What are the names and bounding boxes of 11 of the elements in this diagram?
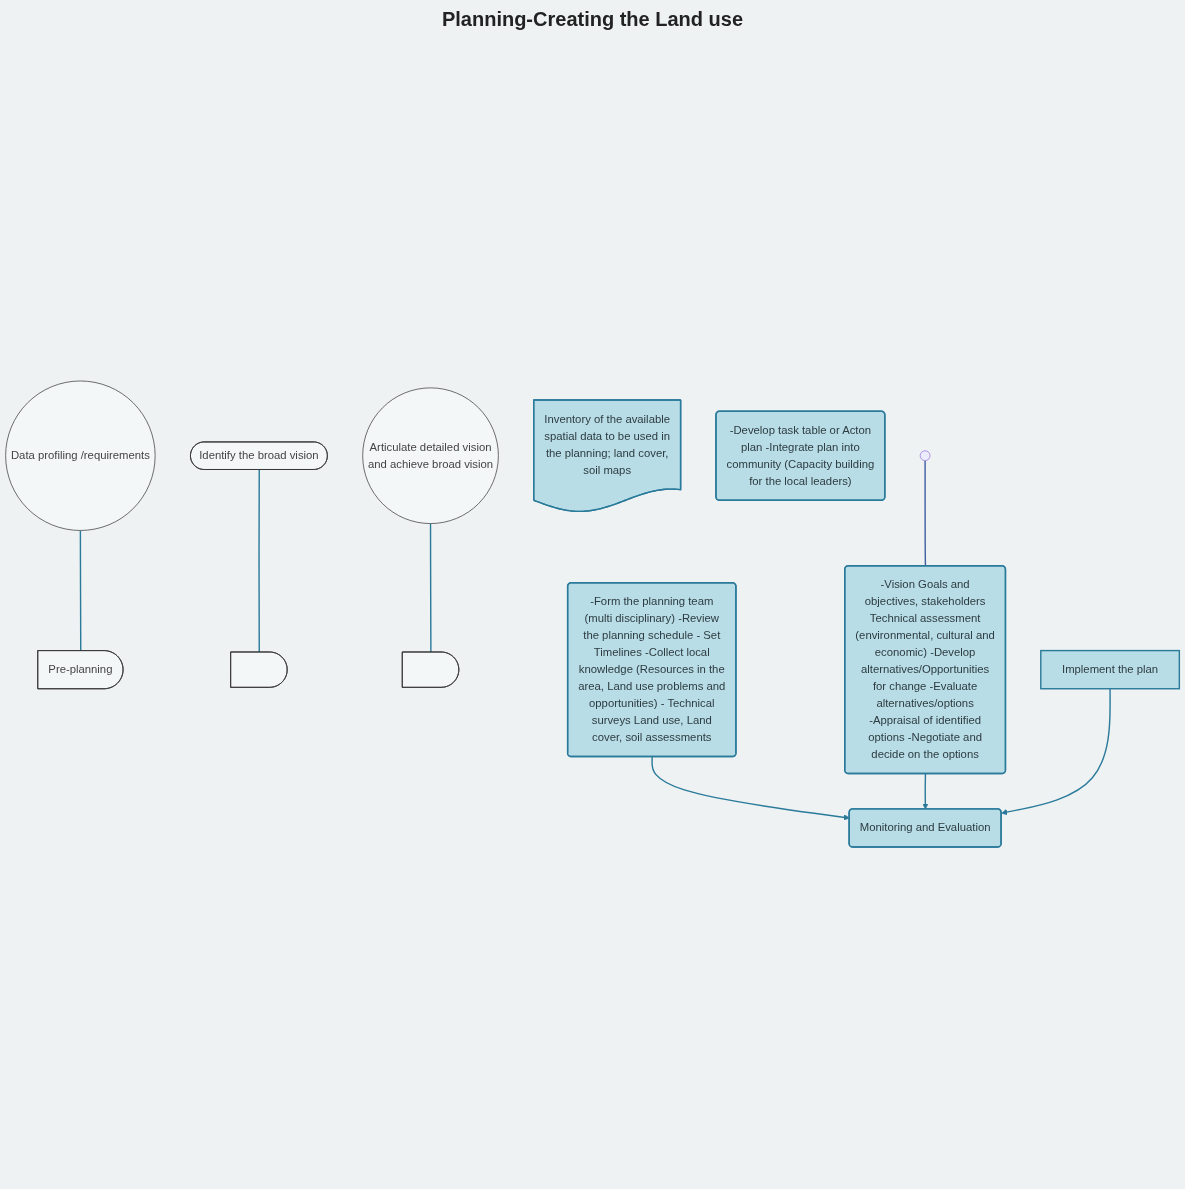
section-heading: Planning-Creating the Land use bbox=[441, 8, 744, 31]
connector bbox=[79, 529, 82, 652]
connector bbox=[924, 459, 927, 567]
node-circle: Data profiling /requirements bbox=[5, 380, 156, 531]
arrow bbox=[922, 773, 929, 810]
node-box: Implement the plan bbox=[1040, 649, 1181, 690]
connector bbox=[429, 522, 432, 654]
connector bbox=[258, 469, 260, 654]
arrow bbox=[651, 756, 850, 821]
arrow bbox=[1001, 688, 1111, 816]
node-circle: Articulate detailed vision and achieve broad vision bbox=[362, 387, 499, 524]
